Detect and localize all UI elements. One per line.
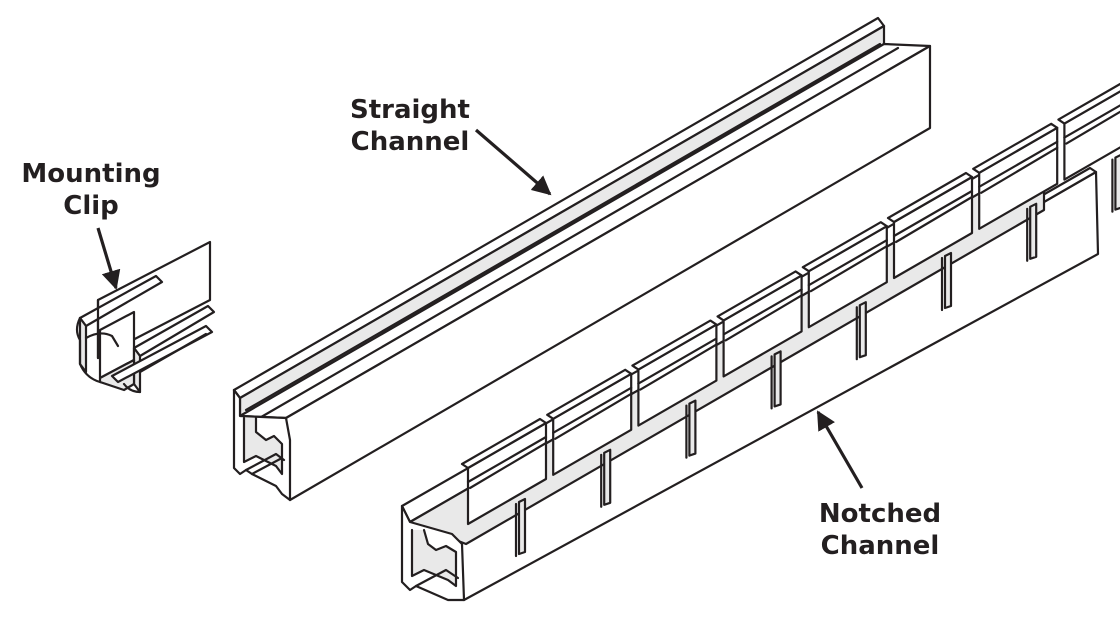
notch-tab-ridge bbox=[722, 288, 803, 336]
notched-channel bbox=[400, 82, 1120, 602]
notch-tab-ridge bbox=[468, 441, 548, 490]
straight-channel-label: Straight Channel bbox=[348, 94, 472, 158]
notch-tab-top bbox=[801, 221, 888, 273]
notch-tab-ridge bbox=[980, 146, 1059, 194]
straight-channel-arrow bbox=[474, 128, 552, 196]
straight-channel-label-line1: Straight bbox=[350, 95, 470, 125]
notch-tab-top bbox=[972, 122, 1059, 174]
notch-tab-top bbox=[460, 417, 548, 470]
notch-slot bbox=[603, 448, 612, 506]
notch-slots bbox=[514, 154, 1120, 558]
notch-tab-ridge bbox=[466, 435, 548, 484]
notch-slot bbox=[1114, 154, 1120, 211]
straight-channel bbox=[232, 16, 932, 502]
notch-slot bbox=[773, 350, 782, 408]
notch-tab-ridge bbox=[554, 392, 633, 440]
notched-channel-label-line1: Notched bbox=[818, 499, 942, 529]
straight-channel-label-line2: Channel bbox=[350, 127, 470, 157]
notch-tab-ridge bbox=[552, 386, 633, 434]
notch-tab-ridge bbox=[807, 239, 888, 287]
notch-slot bbox=[517, 497, 527, 556]
notch-tab-ridge bbox=[809, 245, 888, 293]
notch-tab-ridge bbox=[894, 195, 974, 244]
notch-tab-ridge bbox=[1065, 110, 1120, 145]
notch-tab-top bbox=[886, 171, 974, 224]
notched-channel-arrow bbox=[816, 410, 864, 489]
notch-tab-top bbox=[716, 270, 803, 322]
notch-tab-ridge bbox=[724, 294, 803, 342]
notch-tab-ridge bbox=[978, 140, 1059, 188]
mounting-clip-label: Mounting Clip bbox=[20, 158, 162, 222]
notch-slot bbox=[1029, 202, 1038, 260]
notch-slot bbox=[943, 251, 953, 310]
notch-tab-top bbox=[546, 368, 633, 420]
notch-tab-ridge bbox=[1063, 104, 1120, 139]
notch-tab-top bbox=[631, 319, 718, 371]
notch-slot bbox=[858, 301, 867, 359]
notch-tab-ridge bbox=[892, 189, 974, 238]
notch-tab-ridge bbox=[639, 343, 718, 391]
mounting-clip-arrow bbox=[96, 227, 121, 290]
notch-slot bbox=[688, 399, 697, 457]
notch-tab-top bbox=[1057, 82, 1120, 125]
mounting-clip-label-line1: Mounting bbox=[21, 159, 161, 189]
mounting-clip-label-line2: Clip bbox=[63, 191, 119, 221]
mounting-clip bbox=[75, 240, 216, 394]
notched-channel-label: Notched Channel bbox=[818, 498, 942, 562]
notch-tabs bbox=[460, 82, 1120, 526]
notched-channel-label-line2: Channel bbox=[820, 531, 940, 561]
notch-tab-ridge bbox=[637, 337, 718, 385]
